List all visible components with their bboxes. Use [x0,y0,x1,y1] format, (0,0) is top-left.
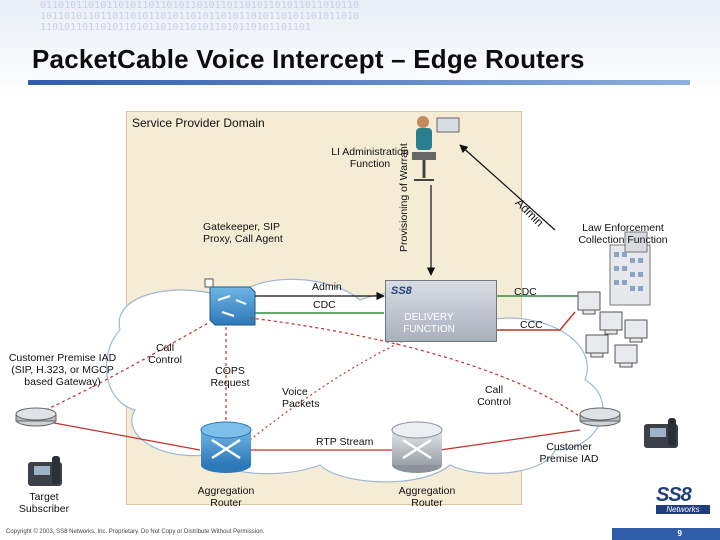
ccc-red-line [495,311,576,331]
target-phone-icon [28,456,62,486]
call-control-right-label: Call Control [477,384,511,408]
delivery-function-label: DELIVERY FUNCTION [403,312,455,335]
customer-right-phone-icon [644,418,678,448]
ss8-delivery-box: SS8 DELIVERY FUNCTION [385,280,497,342]
binary-pattern: 0110101101011010110110101101011011010110… [40,0,360,33]
network-cloud [105,278,604,483]
page-number-bar [612,528,720,540]
customer-right-label: Customer Premise IAD [539,441,599,465]
admin-diagonal-arrow [459,144,556,231]
admin-label: Admin [312,281,342,293]
rtp-stream-line-right [439,429,581,451]
cdc-label-right: CDC [514,286,537,298]
call-control-left-path [34,321,211,416]
aggregation-router-left-icon [200,421,252,473]
li-admin-workstation-icon [412,116,460,181]
customer-left-label: Customer Premise IAD (SIP, H.323, or MGC… [8,352,117,388]
title-dash: – [383,44,414,74]
page-number: 9 [677,529,682,538]
title-sub: Edge Routers [413,44,585,74]
left-link [37,419,201,451]
cdc-label-left: CDC [313,299,336,311]
aggregation-router-right-icon [391,421,443,473]
page-title: PacketCable Voice Intercept – Edge Route… [32,44,585,75]
ss8-brand: SS8 [391,285,412,297]
logo-subtext: Networks [656,505,710,514]
cops-request-label: COPS Request [210,365,250,389]
li-admin-label: LI Administration Function [331,146,409,170]
customer-right-router-icon [579,407,621,427]
gatekeeper-label: Gatekeeper, SIP Proxy, Call Agent [203,221,283,245]
aggregation-router-left-label: Aggregation Router [197,485,255,509]
target-subscriber-label: Target Subscriber [18,491,70,515]
aggregation-router-right-label: Aggregation Router [398,485,456,509]
ccc-label: CCC [520,319,543,331]
provisioning-label: Provisioning of Warrant [398,143,410,252]
domain-label: Service Provider Domain [132,116,265,130]
law-enforcement-label: Law Enforcement Collection Function [578,222,668,246]
logo-text: SS8 [656,484,692,506]
lea-computers-icon [577,291,648,368]
ss8-logo: SS8 Networks [656,484,710,520]
law-enforcement-building-icon [609,231,651,306]
call-control-right-path [249,317,583,419]
title-main: PacketCable Voice Intercept [32,44,384,74]
voice-packets-label: Voice Packets [282,386,320,410]
header-band: 0110101101011010110110101101011011010110… [0,0,720,95]
customer-left-router-icon [15,407,57,427]
title-underline [28,80,690,85]
gatekeeper-server-icon [209,286,256,326]
rtp-stream-label: RTP Stream [316,436,374,448]
copyright-text: Copyright © 2003, SS8 Networks, Inc. Pro… [6,529,265,535]
call-control-left-label: Call Control [148,342,182,366]
